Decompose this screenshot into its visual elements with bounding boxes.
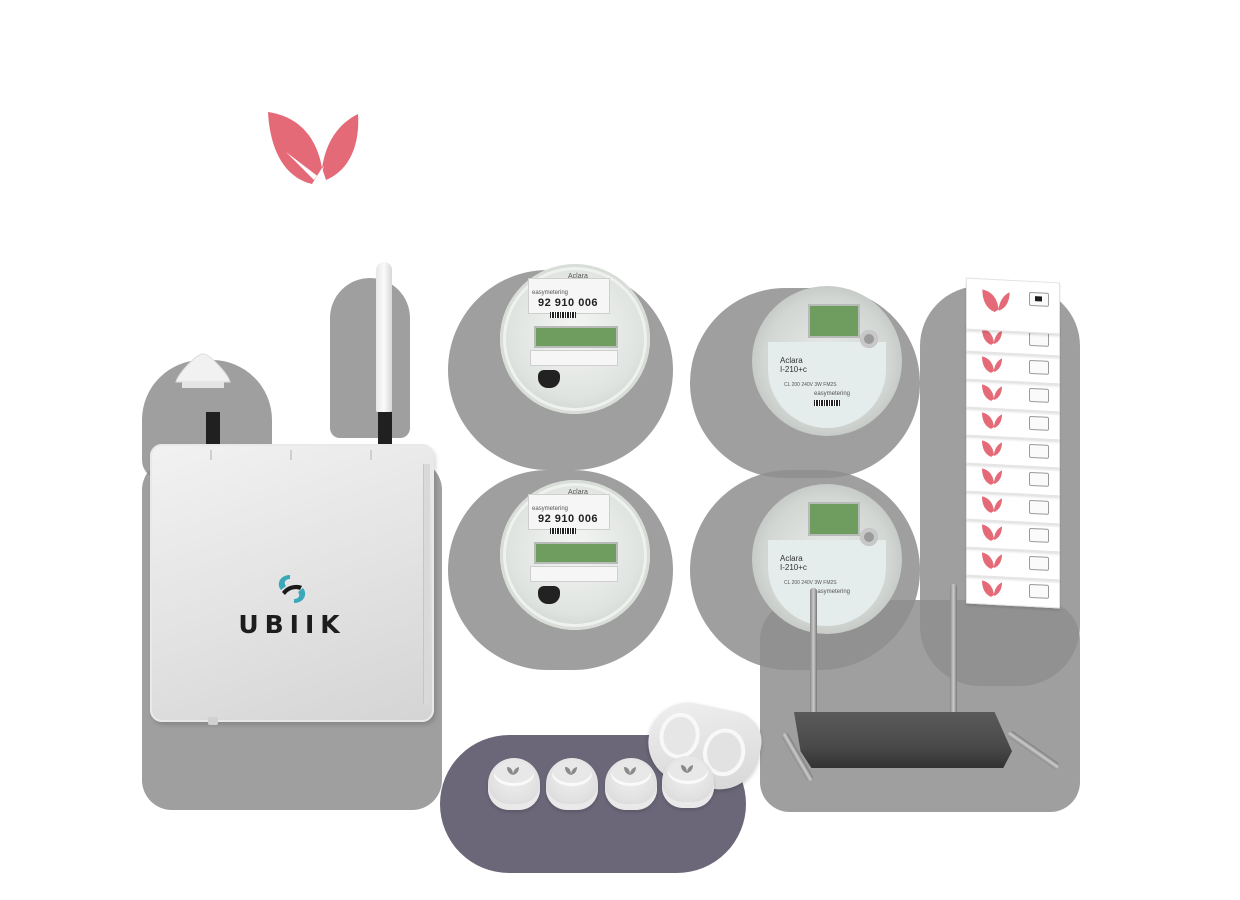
sim-card <box>966 349 1060 385</box>
sim-chip-icon <box>1029 291 1049 307</box>
sim-card <box>966 545 1060 581</box>
sensor-puck <box>605 758 657 810</box>
leaf-icon <box>565 767 577 775</box>
leaf-logo-icon <box>266 108 360 186</box>
gateway-enclosure <box>150 444 434 722</box>
sim-card-stack <box>960 276 1070 609</box>
sensor-puck <box>546 758 598 810</box>
optical-port <box>538 370 560 388</box>
gateway-brand-label: UBIIK <box>238 610 346 639</box>
sim-card <box>966 489 1060 525</box>
antenna-connector <box>378 412 392 444</box>
gateway-port <box>208 717 218 725</box>
router-body <box>794 712 1012 768</box>
gps-dome-antenna <box>175 353 231 388</box>
seal-lock-icon <box>860 330 878 348</box>
sim-card <box>966 321 1060 357</box>
sim-card <box>966 433 1060 469</box>
meter-lcd-display <box>534 326 618 348</box>
electric-meter: Aclara I-210+c CL 200 240V 3W FM2S easym… <box>752 484 902 634</box>
sim-card <box>966 517 1060 553</box>
sim-card <box>966 377 1060 413</box>
electric-meter: Aclara easymetering 92 910 006 <box>500 480 650 630</box>
leaf-icon <box>681 765 693 773</box>
wifi-router <box>780 580 1070 800</box>
leaf-icon <box>624 767 636 775</box>
ubiik-swirl-logo-icon <box>150 572 434 611</box>
leaf-icon <box>507 767 519 775</box>
electric-meter: Aclara I-210+c CL 200 240V 3W FM2S easym… <box>752 286 902 436</box>
ubiik-gateway: UBIIK <box>150 262 450 732</box>
whip-antenna <box>376 262 392 412</box>
shadow-blob <box>330 278 410 438</box>
sim-card <box>966 277 1060 335</box>
sim-card <box>966 405 1060 441</box>
sim-card <box>966 461 1060 497</box>
seal-lock-icon <box>860 528 878 546</box>
sensor-puck <box>488 758 540 810</box>
sensor-puck <box>662 756 714 808</box>
meter-lcd-display <box>808 304 860 338</box>
meter-lcd-display <box>808 502 860 536</box>
router-antenna <box>950 584 957 716</box>
optical-port <box>538 586 560 604</box>
meter-lcd-display <box>534 542 618 564</box>
electric-meter: Aclara easymetering 92 910 006 <box>500 264 650 414</box>
sim-card <box>966 573 1060 609</box>
antenna-connector <box>206 412 220 444</box>
router-antenna <box>810 588 817 718</box>
router-antenna <box>1006 729 1061 771</box>
